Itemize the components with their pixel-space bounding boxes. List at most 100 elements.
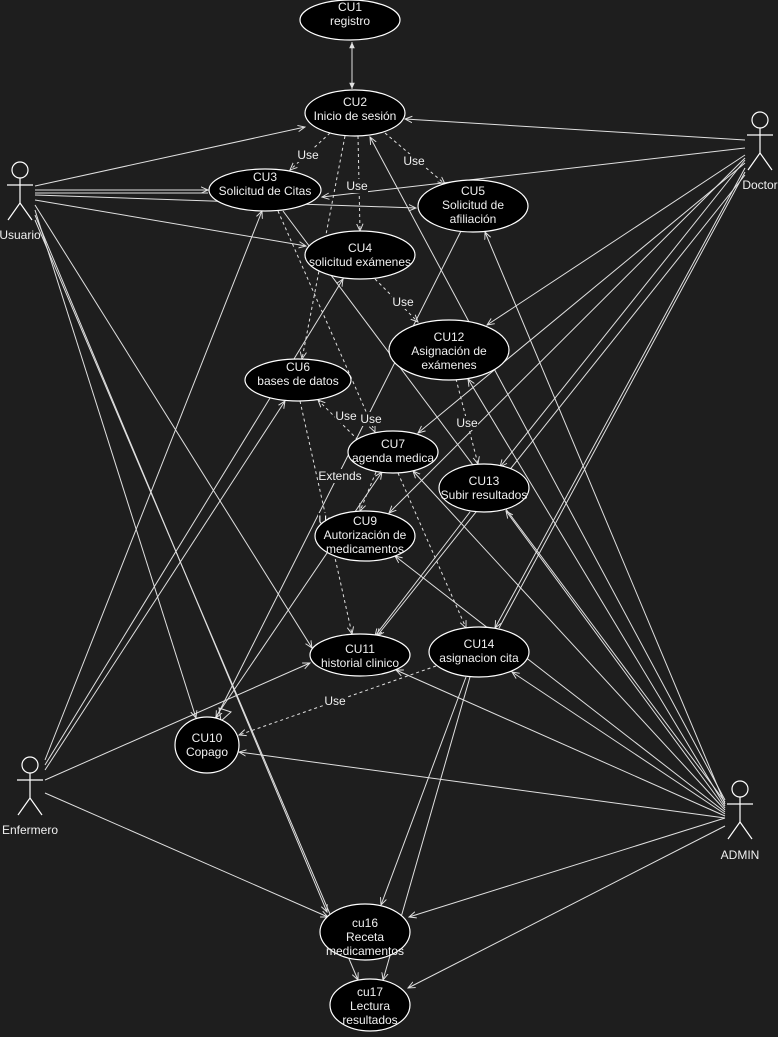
use-case-cu12[interactable]: CU12 Asignación de exámenes — [388, 319, 510, 381]
actor-label: Usuario — [0, 228, 41, 242]
edge-usuario-cu11 — [34, 204, 312, 648]
svg-text:CU2: CU2 — [343, 95, 367, 109]
svg-text:resultados: resultados — [342, 1013, 397, 1027]
edge-admin-cu7 — [413, 471, 726, 811]
edge-doctor-cu9 — [389, 157, 746, 513]
actor-usuario[interactable]: Usuario — [0, 161, 41, 242]
edge-label-use-cu2-cu4: Use — [346, 179, 368, 193]
svg-text:CU1: CU1 — [338, 0, 362, 14]
svg-text:CU10: CU10 — [192, 731, 223, 745]
svg-text:Autorización de: Autorización de — [324, 528, 407, 542]
edge-usuario-cu10 — [34, 209, 196, 718]
edge-enfermero-cu11 — [44, 663, 310, 781]
use-case-cu9[interactable]: CU9 Autorización de medicamentos — [314, 510, 416, 562]
edge-doctor-cu12 — [487, 154, 746, 325]
svg-text:CU11: CU11 — [345, 642, 375, 656]
edge-enfermero-cu6 — [44, 401, 285, 771]
edge-label-use-cu3-cu7: Use — [360, 412, 382, 426]
use-case-cu1[interactable]: CU1 registro — [299, 0, 401, 41]
svg-text:Receta: Receta — [346, 930, 384, 944]
edge-doctor-cu3 — [322, 147, 746, 197]
svg-text:Solicitud de: Solicitud de — [442, 198, 504, 212]
use-case-cu2[interactable]: CU2 Inicio de sesión — [304, 89, 406, 137]
svg-text:solicitud exámenes: solicitud exámenes — [309, 255, 411, 269]
edge-labels-layer: Use Use Use Use Use Use Use Use Extends … — [297, 148, 478, 708]
edge-admin-cu5 — [485, 232, 726, 805]
svg-text:cu17: cu17 — [357, 985, 383, 999]
edge-admin-cu9 — [395, 556, 726, 813]
svg-text:asignacion cita: asignacion cita — [439, 651, 519, 665]
edge-label-use-cu14-cu10: Use — [324, 694, 346, 708]
edge-admin-cu14 — [512, 672, 726, 815]
edge-cu13-cu11 — [375, 511, 471, 636]
edge-label-use-cu2-cu5: Use — [403, 154, 425, 168]
edge-enfermero-cu4 — [44, 279, 343, 766]
use-case-cu17[interactable]: cu17 Lectura resultados — [329, 978, 411, 1032]
edges-layer — [34, 42, 746, 988]
svg-text:Use: Use — [456, 416, 478, 430]
svg-text:historial clinico: historial clinico — [321, 656, 399, 670]
use-cases-layer: CU1 registro CU2 Inicio de sesión CU3 So… — [174, 0, 530, 1032]
use-case-cu10[interactable]: CU10 Copago — [174, 716, 240, 774]
actor-label: Doctor — [742, 178, 777, 192]
actors-layer: Usuario Doctor — [0, 111, 778, 862]
actor-enfermero[interactable]: Enfermero — [2, 756, 58, 837]
edge-doctor-cu13 — [500, 159, 746, 467]
edge-label-use-cu7-cu6: Use — [335, 409, 357, 423]
actor-doctor[interactable]: Doctor — [742, 111, 778, 192]
use-case-cu11[interactable]: CU11 historial clinico — [309, 633, 411, 677]
edge-doctor-cu14b — [498, 171, 746, 629]
actor-label: ADMIN — [721, 848, 760, 862]
edge-cu2-cu6-use — [302, 135, 346, 359]
actor-figure-icon — [7, 161, 33, 221]
use-case-cu4[interactable]: CU4 solicitud exámenes — [304, 230, 416, 280]
svg-text:Use: Use — [346, 179, 368, 193]
svg-text:CU5: CU5 — [461, 184, 485, 198]
svg-text:exámenes: exámenes — [421, 358, 476, 372]
svg-text:Lectura: Lectura — [350, 999, 390, 1013]
svg-text:CU9: CU9 — [353, 514, 377, 528]
svg-text:medicamentos: medicamentos — [326, 542, 404, 556]
svg-text:afiliación: afiliación — [450, 212, 497, 226]
use-case-cu7[interactable]: CU7 agenda medica — [347, 430, 439, 474]
edge-doctor-cu11 — [377, 174, 746, 636]
svg-text:Use: Use — [392, 295, 414, 309]
svg-text:Solicitud de Citas: Solicitud de Citas — [219, 184, 312, 198]
edge-admin-cu13 — [506, 511, 726, 809]
actor-figure-icon — [17, 756, 43, 816]
svg-text:CU3: CU3 — [253, 170, 277, 184]
edge-admin-cu2 — [370, 137, 726, 801]
use-case-cu6[interactable]: CU6 bases de datos — [244, 358, 352, 402]
edge-usuario-cu4 — [34, 199, 306, 246]
actor-label: Enfermero — [2, 823, 58, 837]
edge-label-extends-cu6-cu11: Extends — [318, 469, 362, 483]
use-case-cu16[interactable]: cu16 Receta medicamentos — [319, 903, 411, 961]
edge-cu3-cu7-use — [277, 210, 375, 432]
actor-admin[interactable]: ADMIN — [721, 780, 760, 862]
svg-text:Use: Use — [297, 148, 319, 162]
edge-cu6-cu11-extends — [299, 400, 352, 634]
svg-text:Use: Use — [360, 412, 382, 426]
edge-cu7-cu9-use — [360, 471, 377, 511]
edge-admin-cu17 — [408, 825, 726, 988]
svg-text:registro: registro — [330, 14, 370, 28]
edge-doctor-cu2 — [405, 119, 746, 141]
svg-text:CU6: CU6 — [286, 360, 310, 374]
edge-enfermero-cu7b — [214, 472, 382, 719]
svg-text:CU13: CU13 — [469, 474, 500, 488]
edge-admin-cu10 — [239, 752, 726, 819]
edge-label-use-cu12-cu13: Use — [456, 416, 478, 430]
use-case-cu14[interactable]: CU14 asignacion cita — [428, 626, 530, 678]
use-case-cu3[interactable]: CU3 Solicitud de Citas — [208, 168, 322, 212]
edge-doctor-cu14 — [495, 167, 746, 628]
use-case-cu5[interactable]: CU5 Solicitud de afiliación — [417, 179, 529, 233]
actor-figure-icon — [747, 111, 773, 171]
edge-usuario-cu17 — [34, 219, 358, 980]
svg-text:Subir resultados: Subir resultados — [441, 488, 528, 502]
edge-admin-cu12 — [468, 379, 726, 807]
edge-enfermero-cu3 — [44, 211, 262, 761]
svg-text:CU14: CU14 — [464, 637, 495, 651]
use-case-cu13[interactable]: CU13 Subir resultados — [438, 463, 530, 513]
svg-text:Use: Use — [324, 694, 346, 708]
svg-text:CU12: CU12 — [434, 330, 465, 344]
